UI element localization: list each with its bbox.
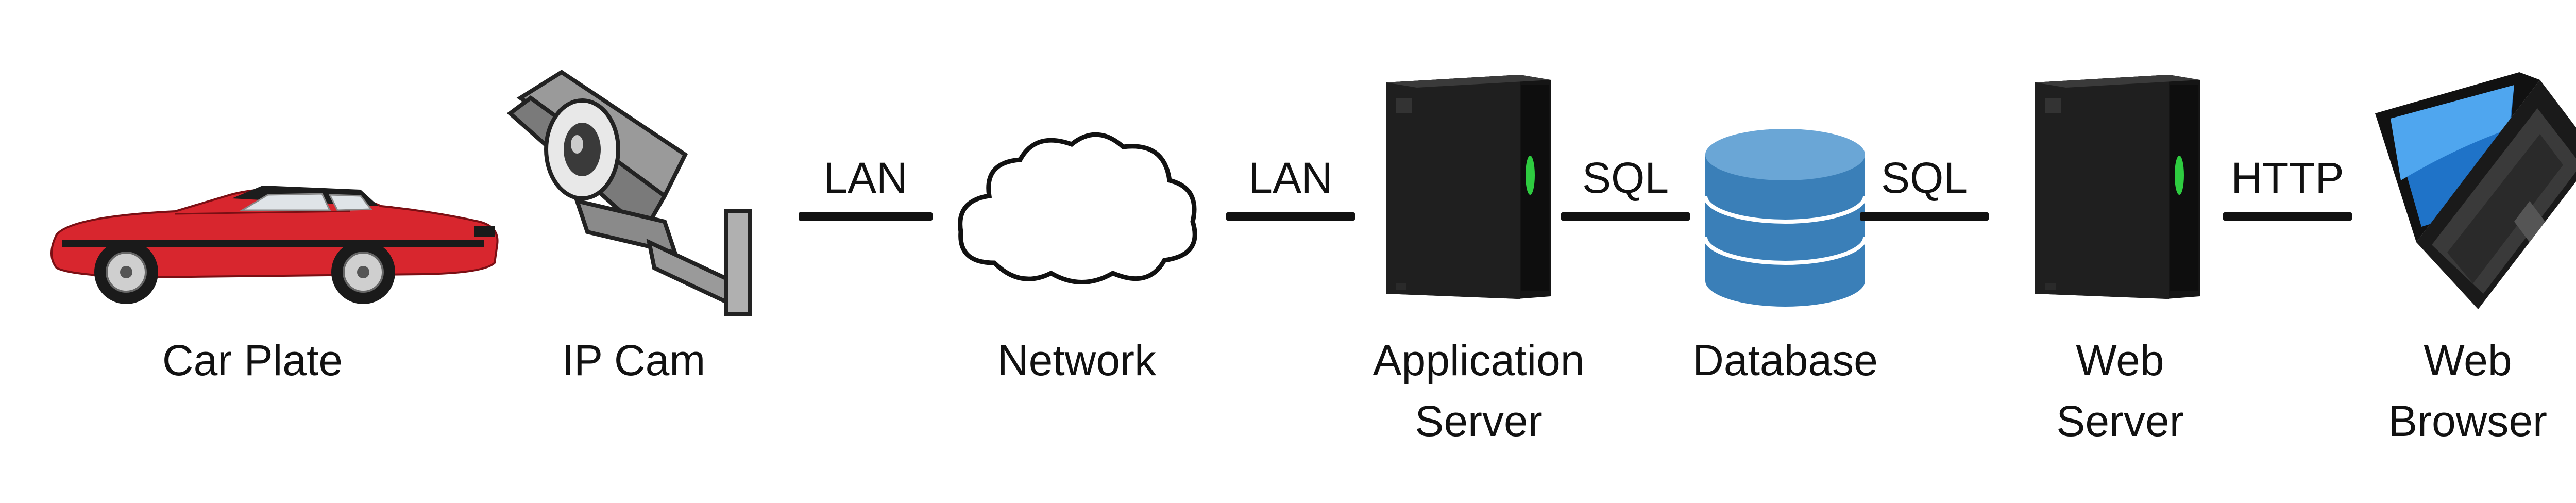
connection-line-sql-2 xyxy=(1860,212,1989,221)
connection-label-lan-1: LAN xyxy=(823,154,908,202)
node-label-car: Car Plate xyxy=(162,336,343,384)
node-label-web-server: Web Server xyxy=(2056,336,2184,445)
security-camera-icon xyxy=(506,70,752,316)
node-label-application-server: Application Server xyxy=(1372,336,1585,445)
cloud-icon xyxy=(958,132,1197,284)
connection-label-sql-2: SQL xyxy=(1880,154,1968,202)
connection-line-lan-2 xyxy=(1226,212,1355,221)
database-icon xyxy=(1703,129,1867,307)
node-label-web-browser: Web Browser xyxy=(2388,336,2548,445)
node-label-database: Database xyxy=(1692,336,1878,384)
connection-line-sql-1 xyxy=(1561,212,1690,221)
server-tower-icon xyxy=(1386,75,1551,299)
node-label-network: Network xyxy=(997,336,1157,384)
car-icon xyxy=(50,186,499,304)
connection-line-http xyxy=(2223,212,2352,221)
node-label-cam: IP Cam xyxy=(562,336,706,384)
connection-line-lan-1 xyxy=(799,212,933,221)
connection-label-http: HTTP xyxy=(2231,154,2344,202)
connection-label-sql-1: SQL xyxy=(1582,154,1669,202)
connection-label-lan-2: LAN xyxy=(1248,154,1333,202)
laptop-icon xyxy=(2375,72,2576,309)
server-tower-icon xyxy=(2035,75,2200,299)
